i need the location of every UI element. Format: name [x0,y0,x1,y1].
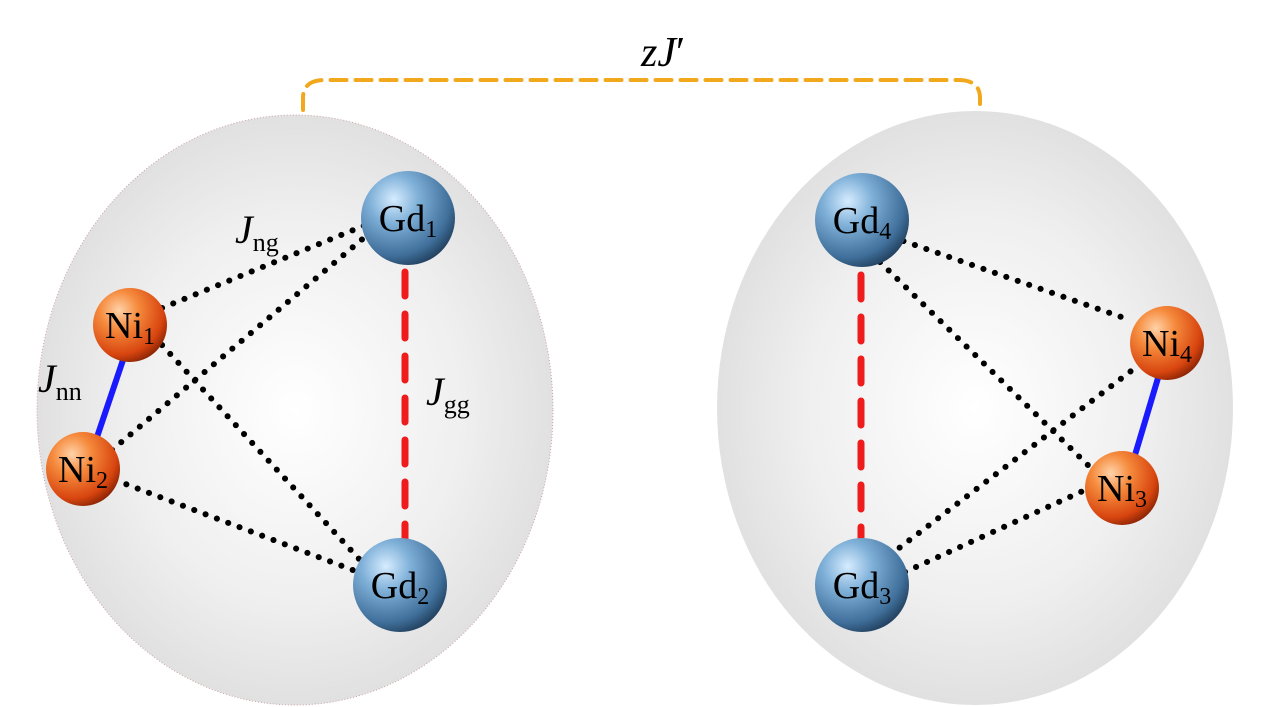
bond-ni2-gd1 [109,223,381,453]
bond-ni4-ni3 [1132,377,1161,456]
svg-text:Ni2: Ni2 [58,449,108,494]
bond-gd4-ni3 [877,259,1098,475]
svg-text:Gd2: Gd2 [371,565,429,610]
bond-ni2-gd2 [112,477,361,575]
atom-ni3: Ni3 [1085,451,1159,525]
inter-cluster-coupling-label: zJ′ [640,30,685,76]
bond-gd3-ni3 [902,487,1088,575]
svg-text:Gd1: Gd1 [379,198,437,243]
atom-gd3: Gd3 [815,538,909,632]
atom-ni4: Ni4 [1130,306,1204,380]
coupling-label-nn: Jnn [38,356,82,406]
left-cluster [36,114,554,706]
svg-text:Gd4: Gd4 [833,200,891,245]
inter-cluster-coupling-line [301,78,982,112]
svg-text:Ni3: Ni3 [1097,468,1147,513]
svg-text:Gd3: Gd3 [833,565,891,610]
atom-gd4: Gd4 [815,173,909,267]
atom-gd2: Gd2 [353,538,447,632]
right-cluster [717,111,1233,705]
coupling-label-gg: Jgg [426,369,470,419]
bond-gd3-ni4 [887,365,1138,558]
atom-gd1: Gd1 [361,171,455,265]
bond-ni1-gd1 [159,219,376,311]
coupling-label-ng: Jng [235,207,279,257]
svg-text:Ni4: Ni4 [1142,323,1192,368]
atom-ni2: Ni2 [46,432,120,506]
bond-ni1-gd2 [159,342,375,576]
svg-text:Ni1: Ni1 [105,305,155,350]
atom-ni1: Ni1 [93,288,167,362]
bond-ni1-ni2 [93,359,126,441]
